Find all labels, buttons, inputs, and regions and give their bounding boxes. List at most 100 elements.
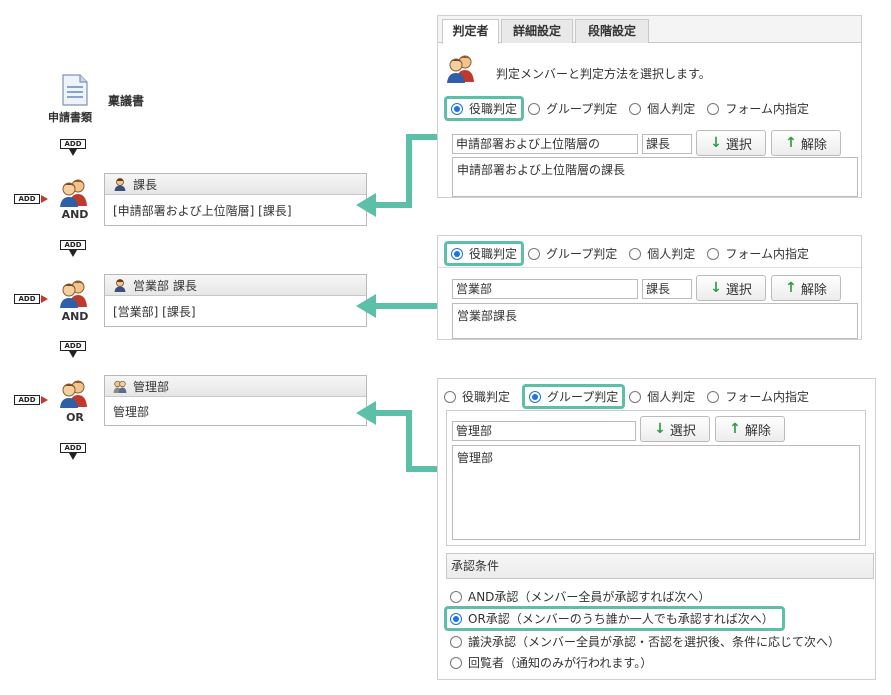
add-step-button[interactable]: ADD [60, 240, 86, 258]
node-body: [営業部] [課長] [113, 304, 196, 319]
department-input[interactable]: 申請部署および上位階層の [452, 134, 638, 154]
approval-mode-label: AND [61, 310, 89, 323]
option-individual[interactable]: 個人判定 [629, 388, 695, 405]
option-group[interactable]: グループ判定 [528, 245, 617, 262]
option-role[interactable]: 役職判定 [444, 241, 525, 266]
radio-form-field[interactable] [707, 247, 720, 260]
judgment-method-group: 役職判定 グループ判定 個人判定 フォーム内指定 [444, 241, 821, 266]
radio-group[interactable] [528, 247, 541, 260]
option-role[interactable]: 役職判定 [444, 96, 525, 121]
option-form-field[interactable]: フォーム内指定 [707, 388, 809, 405]
connector-arrow [356, 401, 376, 425]
option-form-field[interactable]: フォーム内指定 [707, 100, 809, 117]
connector-arrow [356, 294, 376, 318]
approval-node[interactable]: 管理部 管理部 [104, 375, 367, 426]
option-group[interactable]: グループ判定 [528, 100, 617, 117]
approver-settings-panel: 判定者 詳細設定 段階設定 判定メンバーと判定方法を選択します。 役職判定 グル… [437, 15, 862, 198]
condition-vote[interactable]: 議決承認（メンバー全員が承認・否認を選択後、条件に応じて次へ） [450, 633, 840, 650]
add-parallel-button[interactable]: ADD [14, 194, 50, 206]
people-icon [60, 280, 87, 308]
connector-line [406, 134, 446, 140]
approval-mode-label: AND [61, 208, 89, 221]
node-body: [申請部署および上位階層] [課長] [113, 203, 292, 218]
radio-individual[interactable] [629, 390, 642, 403]
radio-condition-circulate[interactable] [450, 656, 462, 669]
condition-or[interactable]: OR承認（メンバーのうち誰か一人でも承認すれば次へ） [444, 606, 785, 631]
release-button[interactable]: ↑解除 [771, 130, 841, 156]
connector-arrow [356, 193, 376, 217]
radio-role[interactable] [451, 247, 463, 260]
radio-condition-vote[interactable] [450, 635, 462, 648]
add-step-button[interactable]: ADD [60, 341, 86, 359]
approval-conditions-header: 承認条件 [446, 553, 874, 579]
radio-form-field[interactable] [707, 390, 720, 403]
add-step-button[interactable]: ADD [60, 443, 86, 461]
node-body: 管理部 [113, 404, 150, 419]
judgment-method-group: 役職判定 グループ判定 個人判定 フォーム内指定 [444, 96, 821, 121]
document-type-label: 申請書類 [48, 111, 92, 124]
node-header: 営業部 課長 [105, 275, 366, 296]
condition-circulate[interactable]: 回覧者（通知のみが行われます。） [450, 654, 652, 671]
divider [438, 267, 861, 268]
radio-group[interactable] [529, 390, 542, 403]
node-header: 課長 [105, 174, 366, 195]
radio-individual[interactable] [629, 247, 642, 260]
radio-role[interactable] [451, 102, 463, 115]
selected-approvers-list[interactable]: 営業部課長 [452, 303, 858, 339]
arrow-up-icon: ↑ [729, 421, 741, 437]
group-selection-area [446, 410, 866, 546]
group-input[interactable]: 管理部 [452, 421, 636, 441]
node-title: 管理部 [133, 379, 170, 394]
tab-detail-settings[interactable]: 詳細設定 [501, 19, 573, 43]
department-input[interactable]: 営業部 [452, 279, 638, 299]
connector-line [376, 202, 412, 208]
tab-stage-settings[interactable]: 段階設定 [575, 19, 649, 43]
radio-condition-or[interactable] [450, 612, 462, 625]
select-button[interactable]: ↓選択 [696, 275, 766, 301]
arrow-up-icon: ↑ [785, 280, 797, 296]
release-button[interactable]: ↑解除 [771, 275, 841, 301]
select-button[interactable]: ↓選択 [640, 416, 710, 442]
tab-bar: 判定者 詳細設定 段階設定 [438, 16, 861, 44]
node-title: 課長 [133, 177, 158, 192]
selected-approvers-list[interactable]: 管理部 [452, 445, 860, 540]
connector-line [406, 410, 412, 472]
option-individual[interactable]: 個人判定 [629, 245, 695, 262]
select-button[interactable]: ↓選択 [696, 130, 766, 156]
approval-node[interactable]: 営業部 課長 [営業部] [課長] [104, 274, 367, 327]
connector-line [406, 466, 446, 472]
radio-role[interactable] [444, 390, 456, 403]
connector-line [376, 410, 412, 416]
option-role[interactable]: 役職判定 [444, 388, 510, 405]
condition-and[interactable]: AND承認（メンバー全員が承認すれば次へ） [450, 588, 710, 605]
option-form-field[interactable]: フォーム内指定 [707, 245, 809, 262]
document-name: 稟議書 [108, 94, 145, 108]
approval-node[interactable]: 課長 [申請部署および上位階層] [課長] [104, 173, 367, 226]
arrow-down-icon: ↓ [710, 280, 722, 296]
radio-individual[interactable] [629, 102, 642, 115]
panel-description: 判定メンバーと判定方法を選択します。 [496, 67, 711, 81]
group-icon [113, 380, 127, 393]
option-group[interactable]: グループ判定 [522, 384, 626, 409]
add-step-button[interactable]: ADD [60, 139, 86, 157]
judgment-method-group: 役職判定 グループ判定 個人判定 フォーム内指定 [444, 384, 821, 409]
option-individual[interactable]: 個人判定 [629, 100, 695, 117]
person-icon [114, 178, 126, 191]
add-parallel-button[interactable]: ADD [14, 395, 50, 407]
selected-approvers-list[interactable]: 申請部署および上位階層の課長 [452, 157, 858, 197]
people-icon [447, 55, 474, 83]
release-button[interactable]: ↑解除 [715, 416, 785, 442]
arrow-down-icon: ↓ [710, 135, 722, 151]
arrow-down-icon: ↓ [654, 421, 666, 437]
radio-form-field[interactable] [707, 102, 720, 115]
approver-settings-panel: 役職判定 グループ判定 個人判定 フォーム内指定 営業部 課長 ↓選択 ↑解除 … [437, 235, 862, 340]
role-input[interactable]: 課長 [642, 134, 692, 154]
connector-line [406, 134, 412, 208]
add-parallel-button[interactable]: ADD [14, 294, 50, 306]
arrow-up-icon: ↑ [785, 135, 797, 151]
radio-condition-and[interactable] [450, 590, 462, 603]
radio-group[interactable] [528, 102, 541, 115]
role-input[interactable]: 課長 [642, 279, 692, 299]
approver-settings-panel: 役職判定 グループ判定 個人判定 フォーム内指定 管理部 ↓選択 ↑解除 管理部… [437, 378, 876, 680]
tab-approver[interactable]: 判定者 [442, 19, 499, 44]
